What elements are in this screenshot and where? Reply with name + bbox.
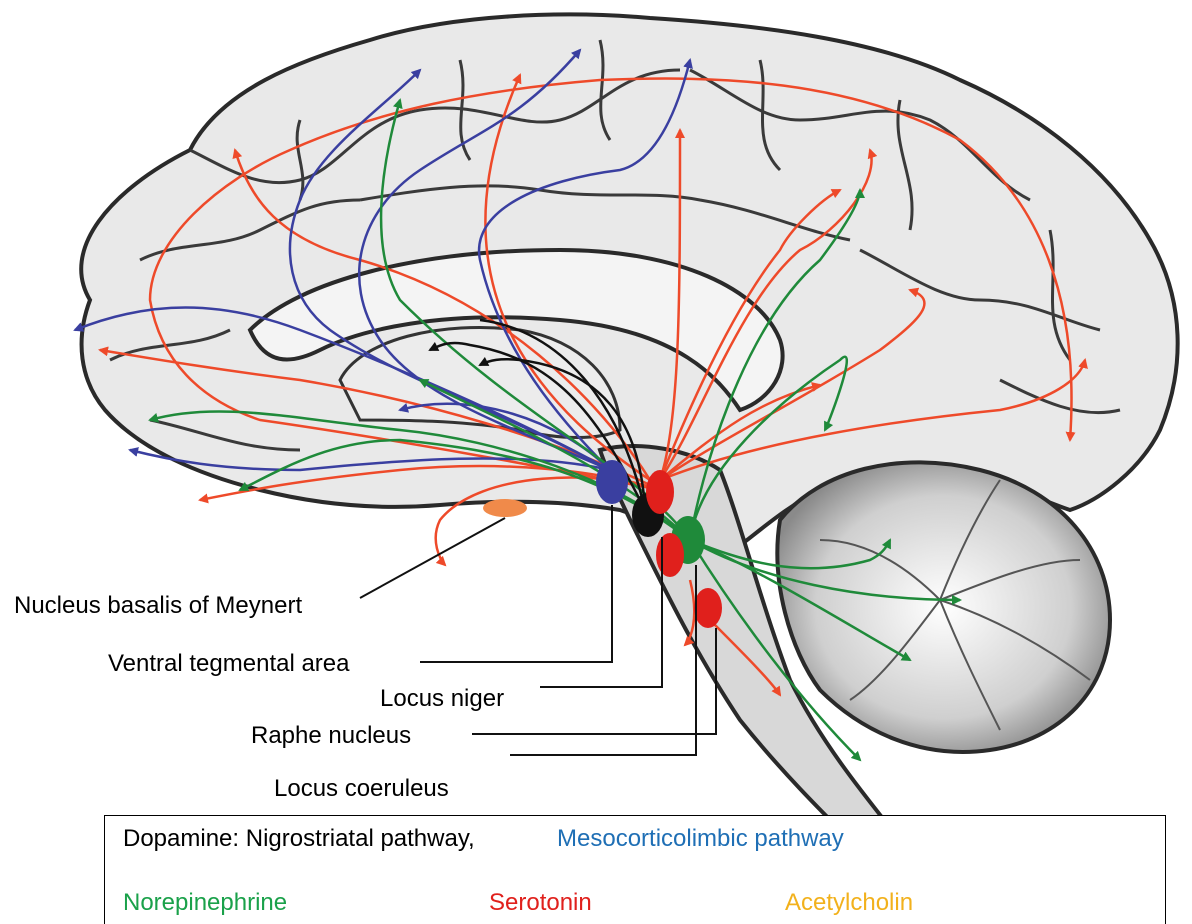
label-locus-niger: Locus niger (372, 681, 512, 717)
ventral-tegmental-nucleus (596, 460, 628, 504)
legend-serotonin: Serotonin (489, 888, 592, 918)
legend-dopamine: Dopamine: Nigrostriatal pathway, (123, 824, 475, 854)
raphe-nucleus-upper (646, 470, 674, 514)
raphe-nucleus-middle (656, 533, 684, 577)
raphe-nucleus-lower (694, 588, 722, 628)
leader-niger (540, 537, 662, 687)
legend-acetylcholin: Acetylcholin (785, 888, 913, 918)
legend-box: Dopamine: Nigrostriatal pathway, Mesocor… (104, 815, 1166, 924)
label-nucleus-basalis: Nucleus basalis of Meynert (6, 588, 310, 624)
legend-mesocorticolimbic: Mesocorticolimbic pathway (557, 824, 844, 854)
leader-basalis (360, 518, 505, 598)
leader-ventral (420, 505, 612, 662)
basalis-nucleus (483, 499, 527, 517)
legend-norepinephrine: Norepinephrine (123, 888, 287, 918)
label-locus-coeruleus: Locus coeruleus (266, 771, 457, 807)
label-ventral-tegmental-area: Ventral tegmental area (100, 646, 358, 682)
label-raphe-nucleus: Raphe nucleus (243, 718, 419, 754)
